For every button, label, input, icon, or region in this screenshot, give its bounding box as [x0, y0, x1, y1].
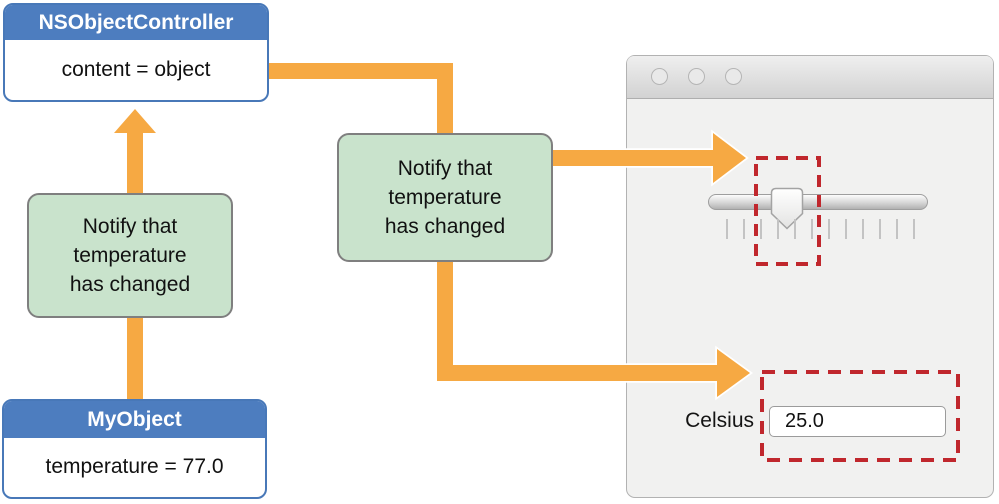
window-titlebar[interactable]	[627, 56, 993, 99]
slider-tick	[777, 219, 779, 239]
slider-tick	[913, 219, 915, 239]
notify-line: Notify that	[397, 157, 493, 180]
myobject-content: temperature = 77.0	[45, 455, 224, 478]
slider-tick	[896, 219, 898, 239]
slider-tick	[794, 219, 796, 239]
slider-tick	[845, 219, 847, 239]
nsobjectcontroller-box: NSObjectController content = object	[3, 3, 269, 102]
close-button-icon[interactable]	[651, 68, 668, 85]
notify-line: Notify that	[82, 215, 178, 238]
slider-tick	[828, 219, 830, 239]
celsius-value-field[interactable]: 25.0	[769, 406, 946, 437]
slider-tick	[862, 219, 864, 239]
myobject-box: MyObject temperature = 77.0	[2, 399, 267, 499]
slider-tick	[726, 219, 728, 239]
nsobjectcontroller-title: NSObjectController	[5, 5, 267, 40]
celsius-label: Celsius	[685, 409, 754, 432]
notify-box-left: Notify that temperature has changed	[27, 193, 233, 318]
zoom-button-icon[interactable]	[725, 68, 742, 85]
myobject-title: MyObject	[4, 401, 265, 438]
textfield-highlight-rect	[760, 370, 960, 462]
notify-line: has changed	[384, 215, 506, 238]
app-window: Celsius 25.0	[626, 55, 994, 498]
slider-tick	[743, 219, 745, 239]
nsobjectcontroller-content: content = object	[61, 57, 211, 81]
notify-line: temperature	[73, 244, 187, 267]
slider-tick	[879, 219, 881, 239]
notify-line: has changed	[69, 273, 191, 296]
arrow-to-slider-icon	[544, 129, 749, 187]
temperature-slider-knob[interactable]	[770, 187, 804, 231]
notify-box-middle: Notify that temperature has changed	[337, 133, 553, 262]
slider-highlight-rect	[754, 156, 821, 266]
slider-tick	[811, 219, 813, 239]
slider-tick	[760, 219, 762, 239]
notify-line: temperature	[388, 186, 502, 209]
minimize-button-icon[interactable]	[688, 68, 705, 85]
